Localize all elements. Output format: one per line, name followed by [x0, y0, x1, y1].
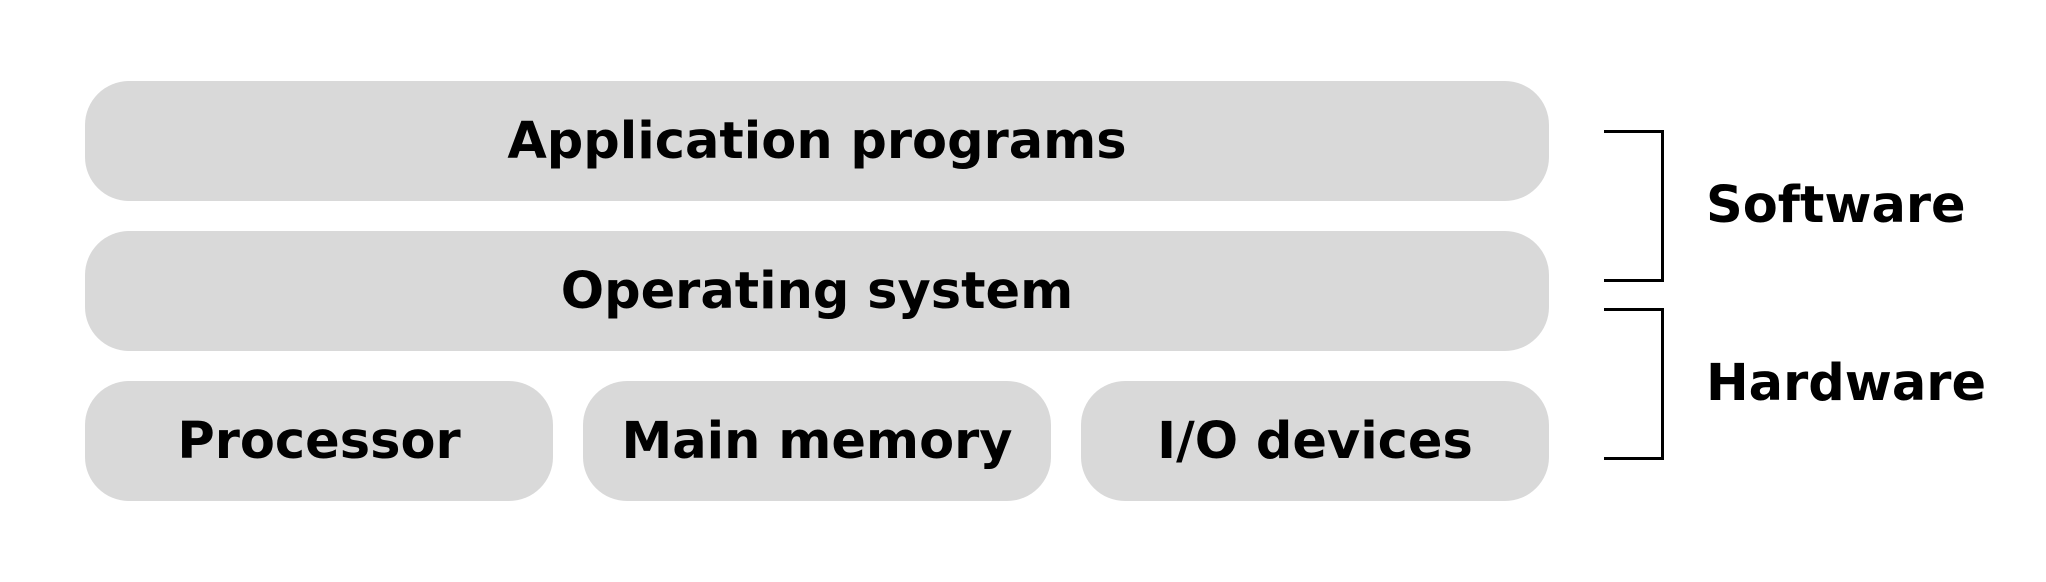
hardware-bracket — [1604, 308, 1664, 460]
software-bracket — [1604, 130, 1664, 282]
operating-system-layer: Operating system — [85, 231, 1549, 351]
software-group-label: Software — [1706, 176, 1966, 235]
main-memory-box: Main memory — [583, 381, 1051, 501]
io-devices-box: I/O devices — [1081, 381, 1549, 501]
operating-system-label: Operating system — [560, 261, 1074, 321]
processor-label: Processor — [177, 411, 461, 471]
io-devices-label: I/O devices — [1157, 411, 1473, 471]
main-memory-label: Main memory — [621, 411, 1013, 471]
application-programs-label: Application programs — [507, 111, 1127, 171]
application-programs-layer: Application programs — [85, 81, 1549, 201]
processor-box: Processor — [85, 381, 553, 501]
hardware-group-label: Hardware — [1706, 354, 1987, 413]
